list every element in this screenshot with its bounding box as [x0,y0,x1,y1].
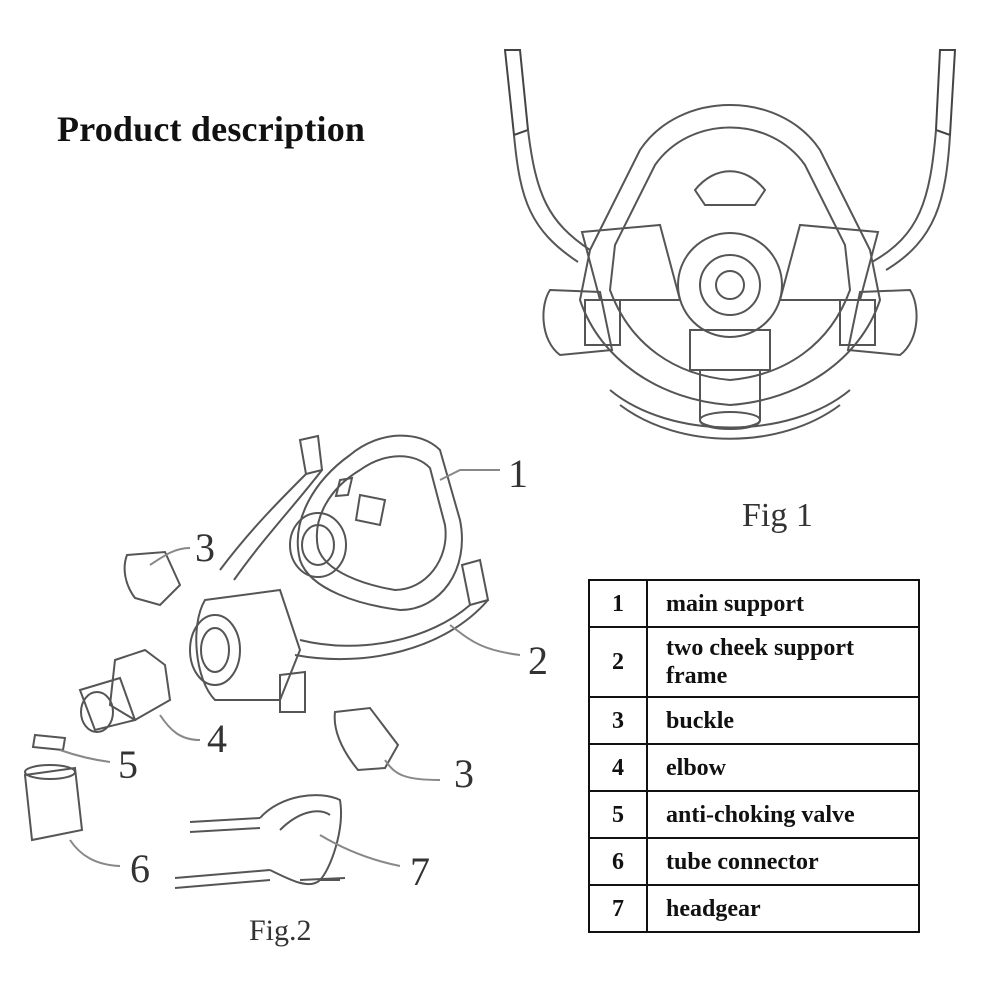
fig1-mask-illustration [505,50,955,439]
callout-3-upper: 3 [195,525,215,570]
part-number: 4 [588,743,648,792]
part-name: anti-choking valve [646,790,920,839]
table-row: 1 main support [588,579,920,628]
part-number: 6 [588,837,648,886]
page-title: Product description [57,109,366,149]
part-number: 7 [588,884,648,933]
callout-4: 4 [207,716,227,761]
table-row: 4 elbow [588,743,920,792]
part-number: 1 [588,579,648,628]
table-row: 6 tube connector [588,837,920,886]
part-name: headgear [646,884,920,933]
fig2-caption: Fig.2 [249,914,312,947]
part-number: 3 [588,696,648,745]
fig2-exploded-illustration [25,436,520,888]
table-row: 2 two cheek support frame [588,626,920,698]
fig1-caption: Fig 1 [742,497,813,534]
callout-5: 5 [118,742,138,787]
callout-7: 7 [410,849,430,894]
callout-2: 2 [528,638,548,683]
part-name: two cheek support frame [646,626,920,698]
part-number: 5 [588,790,648,839]
part-name: buckle [646,696,920,745]
callout-1: 1 [508,451,528,496]
part-name: main support [646,579,920,628]
part-number: 2 [588,626,648,698]
table-row: 3 buckle [588,696,920,745]
table-row: 7 headgear [588,884,920,933]
callout-6: 6 [130,846,150,891]
part-name: elbow [646,743,920,792]
part-name: tube connector [646,837,920,886]
callout-3-lower: 3 [454,751,474,796]
parts-table: 1 main support 2 two cheek support frame… [588,579,920,933]
table-row: 5 anti-choking valve [588,790,920,839]
